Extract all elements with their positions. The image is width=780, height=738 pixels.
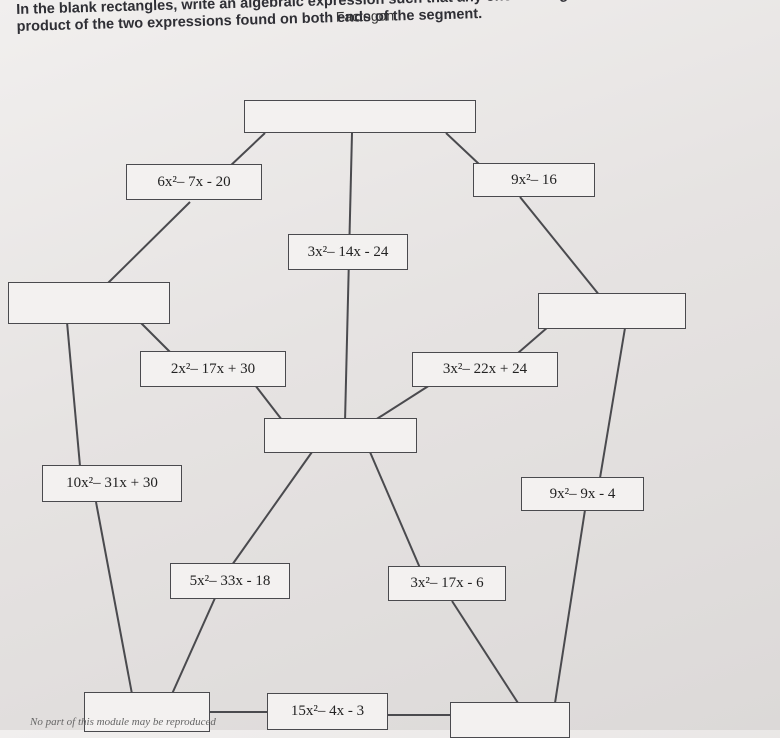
blank-box-left[interactable] <box>8 282 170 324</box>
trinomial-box-4: 2x²– 17x + 30 <box>140 351 286 387</box>
trinomial-box-5: 3x²– 22x + 24 <box>412 352 558 387</box>
line-t6-bottomleft <box>95 501 133 695</box>
blank-box-top[interactable] <box>244 100 476 133</box>
trinomial-box-2: 9x²– 16 <box>473 163 595 197</box>
line-left-t6 <box>66 321 81 467</box>
trinomial-box-9: 3x²– 17x - 6 <box>388 566 506 601</box>
trinomial-box-6: 10x²– 31x + 30 <box>42 465 182 502</box>
line-right-t7 <box>599 327 626 479</box>
blank-box-bottom-right[interactable] <box>450 702 570 738</box>
footer-text: No part of this module may be reproduced <box>30 716 216 728</box>
line-t1-left <box>105 201 191 286</box>
line-right-t5 <box>517 326 549 354</box>
line-t8-bottomleft <box>171 597 216 695</box>
line-t9-bottomright <box>451 600 519 704</box>
line-t4-center <box>254 384 283 421</box>
line-top-t2 <box>445 132 481 166</box>
line-left-t4 <box>139 321 171 353</box>
line-t7-bottomright <box>554 509 586 704</box>
line-top-center <box>344 132 353 423</box>
trinomial-box-8: 5x²– 33x - 18 <box>170 563 290 599</box>
line-center-t8 <box>231 451 313 566</box>
blank-box-center[interactable] <box>264 418 417 453</box>
trinomial-box-7: 9x²– 9x - 4 <box>521 477 644 511</box>
blank-box-right[interactable] <box>538 293 686 329</box>
trinomial-box-1: 6x²– 7x - 20 <box>126 164 262 200</box>
trinomial-box-10: 15x²– 4x - 3 <box>267 693 388 730</box>
trinomial-box-3: 3x²– 14x - 24 <box>288 234 408 270</box>
line-t2-right <box>519 196 601 297</box>
line-center-t9 <box>369 451 421 569</box>
line-t5-center <box>371 384 431 423</box>
line-top-t1 <box>227 132 266 169</box>
